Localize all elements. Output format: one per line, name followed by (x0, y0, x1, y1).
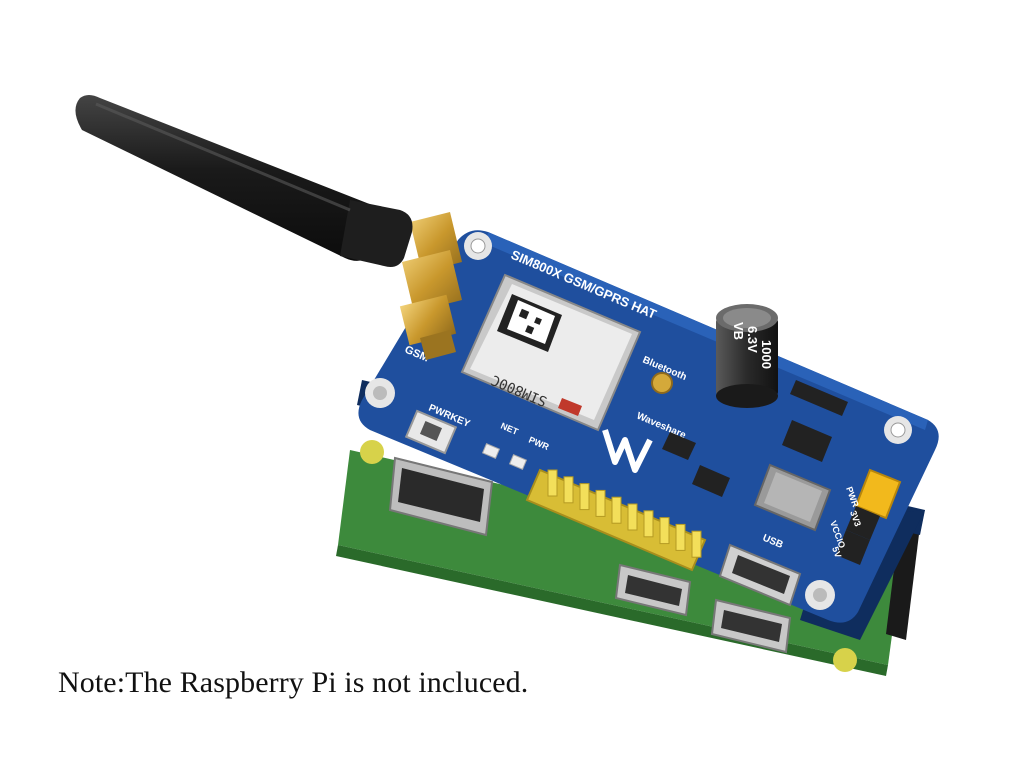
power-jumper (836, 468, 902, 565)
mounting-hole (464, 232, 492, 260)
raspberry-pi-board (336, 440, 920, 676)
capacitor-voltage: 6.3V (745, 326, 760, 353)
ic-chip (782, 420, 832, 462)
header-pin (675, 523, 686, 551)
pwr-led (481, 443, 501, 459)
mounting-hole (805, 580, 835, 610)
sim800c-module: SIM800C (460, 273, 642, 432)
header-pin (627, 503, 638, 531)
header-pin (579, 483, 590, 511)
capacitor-value: 1000 (759, 340, 774, 369)
pwrkey-button (404, 409, 458, 455)
ic-chip (692, 465, 730, 497)
sma-connector (399, 212, 462, 360)
mounting-hole (884, 416, 912, 444)
net-led (508, 454, 528, 470)
hdmi-port (388, 456, 494, 537)
header-pin (643, 510, 654, 538)
header-pin (595, 489, 606, 517)
ic-chip (662, 432, 696, 460)
bluetooth-connector (651, 372, 673, 394)
pin-header (525, 468, 707, 572)
micro-usb-port (614, 563, 692, 617)
waveshare-logo (602, 429, 653, 473)
caption-note: Note:The Raspberry Pi is not incluced. (58, 666, 529, 699)
capacitor: 1000 6.3V VB (716, 304, 778, 408)
inductor (753, 463, 832, 532)
mounting-hole (365, 378, 395, 408)
header-pin (611, 496, 622, 524)
header-pin (547, 469, 558, 497)
qr-code (497, 294, 562, 352)
micro-usb-port (710, 598, 792, 654)
jumper-5v-label: 5V (830, 545, 843, 559)
header-pin (659, 517, 670, 545)
antenna (75, 95, 413, 267)
ic-chip (790, 380, 848, 416)
header-pin (691, 530, 702, 558)
capacitor-code: VB (731, 322, 746, 340)
usb-port (718, 543, 802, 607)
header-pin (563, 476, 574, 504)
